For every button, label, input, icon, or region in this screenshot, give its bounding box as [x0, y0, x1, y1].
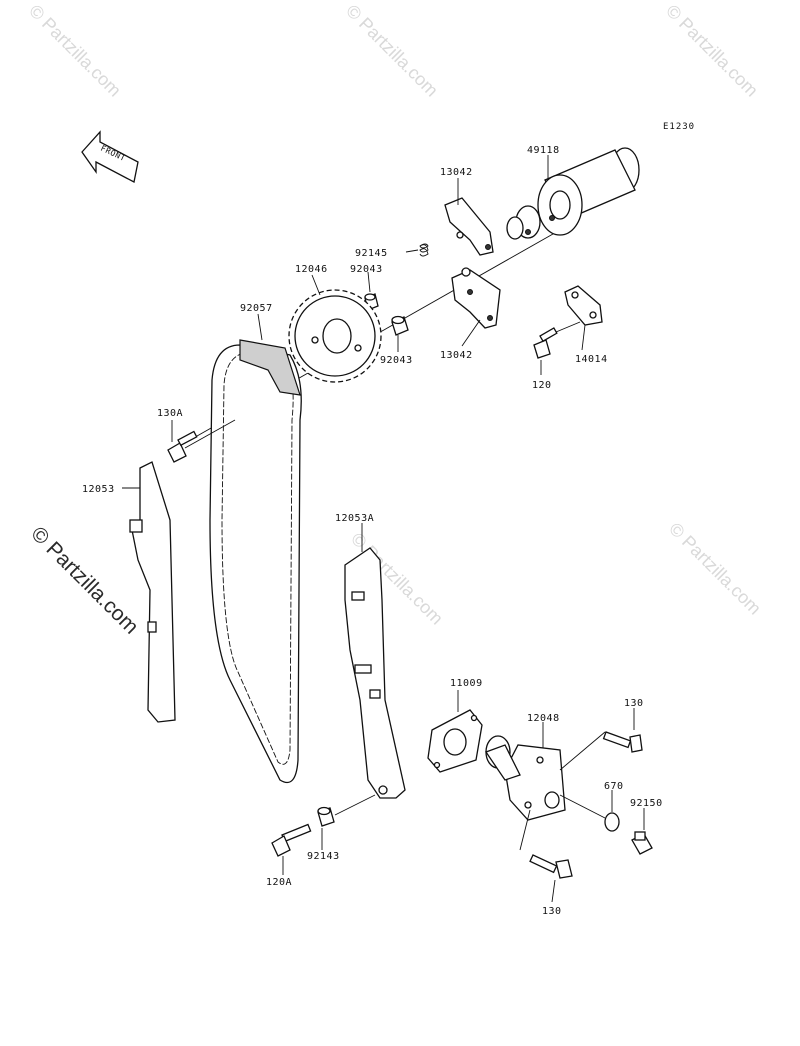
tensioner-12048 — [484, 735, 566, 821]
bolt-130-lower — [519, 809, 573, 879]
label-14014: 14014 — [575, 354, 608, 365]
chain-guide-12053 — [129, 461, 176, 723]
bolt-92150 — [631, 831, 653, 855]
bushing-92043-bottom — [391, 315, 409, 336]
weight-upper — [444, 197, 494, 256]
watermark-left-large: © Partzilla.com — [26, 522, 142, 638]
diagram-code: E1230 — [663, 122, 695, 132]
label-92043-bottom: 92043 — [380, 355, 413, 366]
watermark-top-right: © Partzilla.com — [662, 1, 762, 101]
label-92145: 92145 — [355, 248, 388, 259]
front-arrow: FRONT — [81, 130, 139, 183]
label-120A: 120A — [266, 877, 292, 888]
label-12053A: 12053A — [335, 513, 374, 524]
label-92143: 92143 — [307, 851, 340, 862]
gasket-11009 — [427, 709, 483, 773]
camshaft — [506, 147, 640, 240]
label-13042-top: 13042 — [440, 167, 473, 178]
watermark-top-center: © Partzilla.com — [342, 1, 442, 101]
label-130A: 130A — [157, 408, 183, 419]
tensioner-guide-12053A — [344, 547, 406, 799]
label-11009: 11009 — [450, 678, 483, 689]
label-49118: 49118 — [527, 145, 560, 156]
label-12046: 12046 — [295, 264, 328, 275]
label-92057: 92057 — [240, 303, 273, 314]
bolt-120A — [271, 823, 312, 857]
weight-lower — [451, 267, 501, 329]
label-670: 670 — [604, 781, 624, 792]
label-12053: 12053 — [82, 484, 115, 495]
watermark-top-left: © Partzilla.com — [25, 1, 125, 101]
cam-chain — [209, 339, 302, 784]
watermark-mid-right: © Partzilla.com — [665, 519, 765, 619]
label-92043-top: 92043 — [350, 264, 383, 275]
label-12048: 12048 — [527, 713, 560, 724]
label-120: 120 — [532, 380, 552, 391]
plate-14014 — [564, 285, 603, 326]
label-13042-bottom: 13042 — [440, 350, 473, 361]
part-labels: 49118 13042 92145 12046 92043 92057 1304… — [82, 145, 663, 917]
collar-92143 — [317, 794, 376, 827]
leader-lines — [122, 155, 645, 903]
bolt-130-upper — [559, 731, 643, 771]
o-ring-670 — [604, 812, 620, 832]
bolt-130A — [167, 419, 236, 463]
bolt-120 — [533, 321, 581, 359]
label-92150: 92150 — [630, 798, 663, 809]
label-130-top: 130 — [624, 698, 644, 709]
spring-92145 — [419, 243, 429, 257]
label-130-bottom: 130 — [542, 906, 562, 917]
sprocket-12046 — [288, 289, 382, 383]
